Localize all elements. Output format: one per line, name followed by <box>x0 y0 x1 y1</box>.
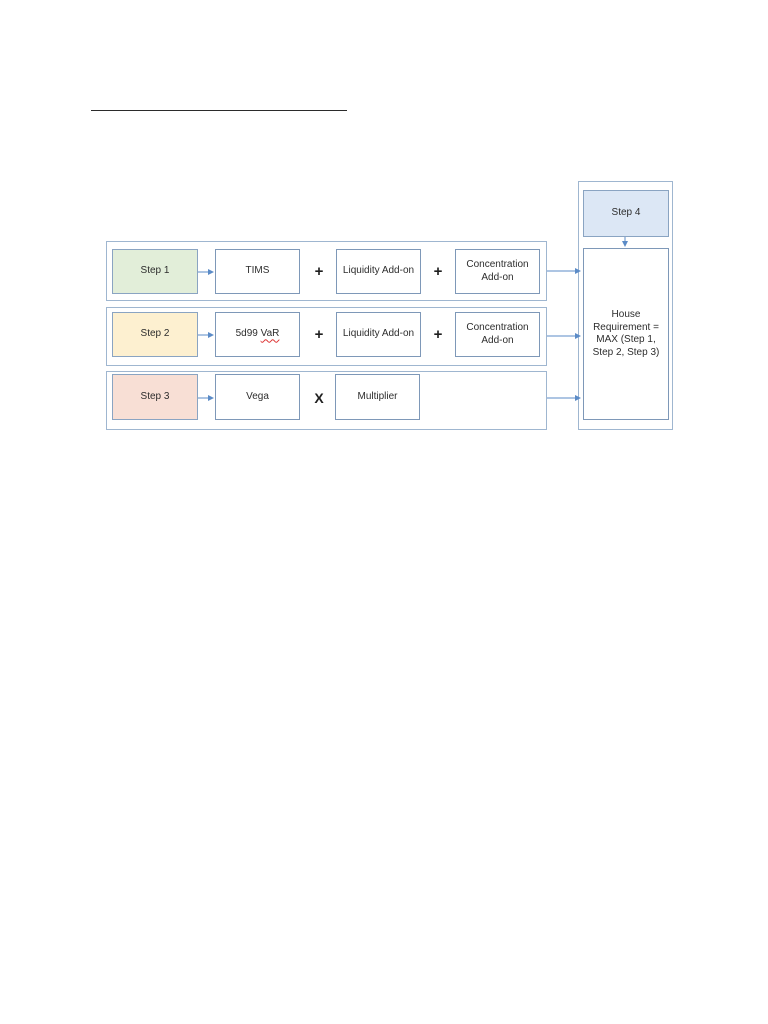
step-2-liquidity-box: Liquidity Add-on <box>336 312 421 357</box>
step-2-label: Step 2 <box>140 328 170 340</box>
plus-operator: + <box>433 263 443 280</box>
var-label: 5d99 VaR <box>235 328 280 340</box>
step-2-concentration-label: Concentration Add-on <box>466 322 529 346</box>
var-word: VaR <box>260 328 280 340</box>
step-4-box: Step 4 <box>583 190 669 237</box>
step-1-liquidity-label: Liquidity Add-on <box>342 265 415 277</box>
vega-label: Vega <box>246 390 269 402</box>
plus-operator: + <box>314 263 324 280</box>
step-1-label: Step 1 <box>140 265 170 277</box>
multiplier-box: Multiplier <box>335 374 420 420</box>
house-requirement-label: House Requirement = MAX (Step 1, Step 2,… <box>592 309 660 358</box>
plus-operator: + <box>314 326 324 343</box>
plus-operator: + <box>433 326 443 343</box>
tims-label: TIMS <box>245 265 270 277</box>
title-underline <box>91 110 347 111</box>
step-2-concentration-box: Concentration Add-on <box>455 312 540 357</box>
multiply-operator: X <box>314 390 324 406</box>
tims-box: TIMS <box>215 249 300 294</box>
step-1-liquidity-box: Liquidity Add-on <box>336 249 421 294</box>
vega-box: Vega <box>215 374 300 420</box>
step-2-liquidity-label: Liquidity Add-on <box>342 328 415 340</box>
step-4-label: Step 4 <box>611 207 641 219</box>
multiplier-label: Multiplier <box>357 390 398 402</box>
step-1-concentration-label: Concentration Add-on <box>466 259 529 283</box>
house-requirement-box: House Requirement = MAX (Step 1, Step 2,… <box>583 248 669 420</box>
var-box: 5d99 VaR <box>215 312 300 357</box>
step-3-box: Step 3 <box>112 374 198 420</box>
step-3-label: Step 3 <box>140 390 170 402</box>
step-1-box: Step 1 <box>112 249 198 294</box>
step-1-concentration-box: Concentration Add-on <box>455 249 540 294</box>
step-2-box: Step 2 <box>112 312 198 357</box>
